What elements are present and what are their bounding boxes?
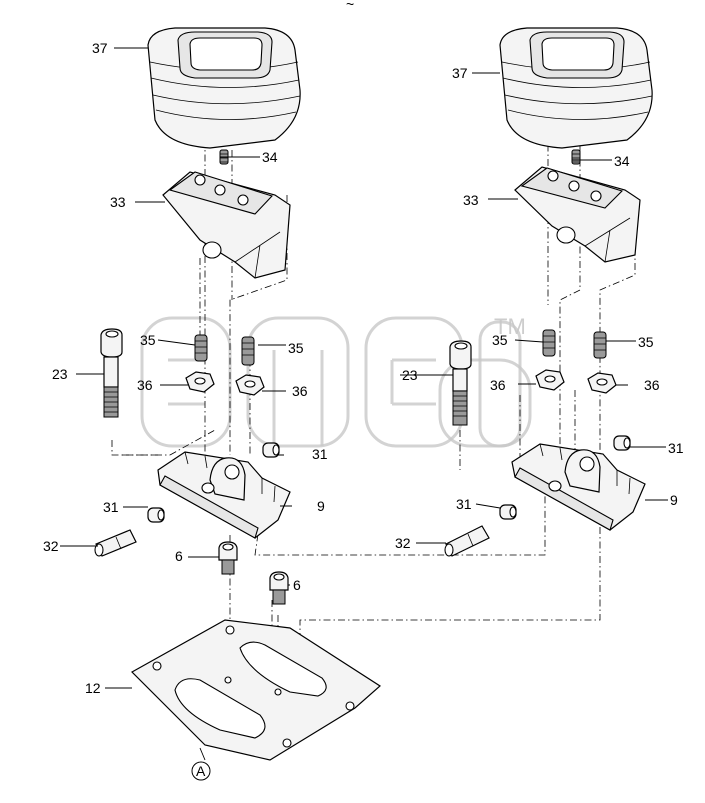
callout-36b-right: 36 (644, 377, 660, 393)
callout-23-right: 23 (402, 367, 418, 383)
base-bracket-left (157, 451, 291, 539)
callout-36b-left: 36 (292, 383, 308, 399)
right-assembly: 37 34 33 35 35 23 36 36 31 31 9 32 (395, 27, 684, 557)
nut-left-a (185, 371, 215, 393)
svg-text:A: A (196, 763, 206, 779)
nut-right-b (587, 372, 617, 394)
callout-35b-left: 35 (288, 340, 304, 356)
bushing-left-b (147, 507, 165, 523)
callout-31a-right: 31 (668, 440, 684, 456)
base-bracket-right (511, 443, 646, 531)
bushing-right-b (499, 504, 517, 520)
cap-screw-left-a (218, 541, 238, 575)
pin-right (444, 525, 490, 557)
callout-36a-right: 36 (490, 377, 506, 393)
lever-bracket-left (162, 171, 291, 279)
watermark: TM (140, 314, 532, 448)
callout-34-left: 34 (262, 149, 278, 165)
bushing-right-a (613, 435, 631, 451)
lever-bracket-right (514, 166, 641, 263)
stud-right-b (593, 331, 607, 359)
socket-bolt-right (449, 340, 472, 426)
callout-6b-left: 6 (293, 577, 301, 593)
callout-36a-left: 36 (137, 377, 153, 393)
socket-bolt-left (100, 328, 123, 418)
callout-33-right: 33 (463, 192, 479, 208)
stud-left-a (194, 334, 208, 362)
callout-12: 12 (85, 680, 101, 696)
callout-32-left: 32 (43, 538, 59, 554)
bushing-left-a (262, 442, 280, 458)
callout-37-right: 37 (452, 65, 468, 81)
nut-left-b (235, 374, 265, 396)
cap-screw-left-b (269, 571, 289, 605)
callout-32-right: 32 (395, 535, 411, 551)
stud-left-b (241, 336, 255, 366)
callout-31b-right: 31 (456, 496, 472, 512)
header-mark: ~ (346, 0, 354, 12)
callout-23-left: 23 (52, 366, 68, 382)
watermark-tm: TM (494, 314, 526, 339)
callout-9-right: 9 (670, 492, 678, 508)
callout-34-right: 34 (614, 153, 630, 169)
knob-boot-right (499, 27, 653, 149)
callout-31a-left: 31 (312, 446, 328, 462)
set-screw-right (571, 149, 581, 165)
callout-35a-left: 35 (140, 332, 156, 348)
callout-37-left: 37 (92, 40, 108, 56)
nut-right-a (535, 369, 565, 391)
callout-31b-left: 31 (103, 499, 119, 515)
callout-6a-left: 6 (175, 548, 183, 564)
reference-marker-a: A (191, 761, 211, 781)
knob-boot-left (147, 27, 301, 149)
pin-left (94, 529, 137, 557)
callout-35b-right: 35 (638, 334, 654, 350)
stud-right-a (542, 329, 556, 357)
left-assembly: 37 34 33 35 35 23 36 36 31 9 31 32 6 6 1… (43, 27, 601, 781)
callout-33-left: 33 (110, 194, 126, 210)
callout-35a-right: 35 (492, 332, 508, 348)
callout-9-left: 9 (317, 498, 325, 514)
gate-plate (131, 619, 381, 761)
